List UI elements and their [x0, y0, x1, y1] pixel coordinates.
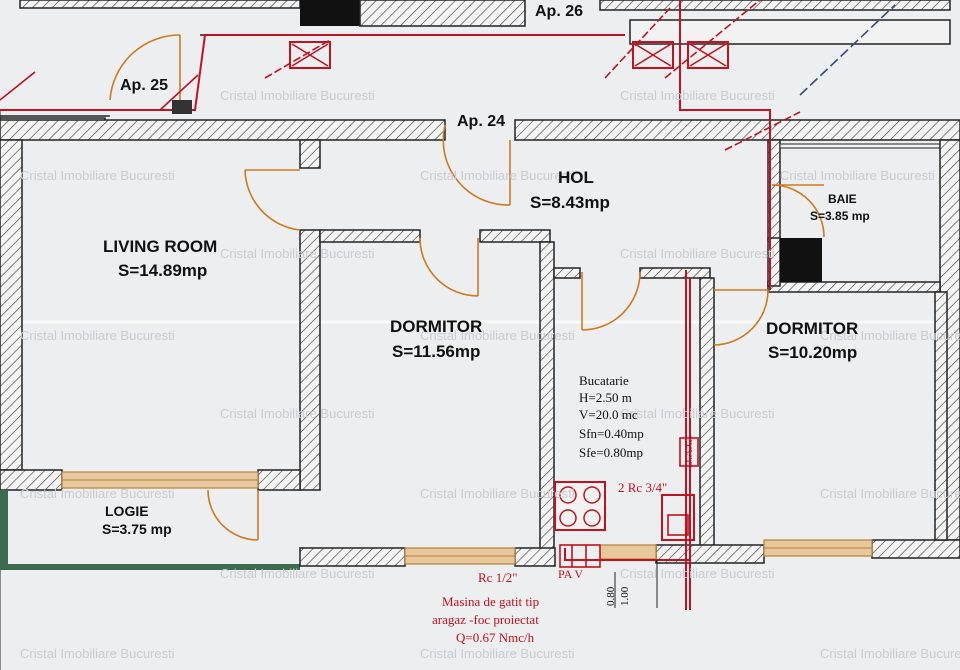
watermark-text: Cristal Imobiliare Bucuresti	[220, 88, 375, 103]
apartment-walls	[0, 119, 960, 570]
watermark-text: Cristal Imobiliare Bucuresti	[220, 566, 375, 581]
dag-label: D.A.G.	[683, 436, 695, 468]
watermark-text: Cristal Imobiliare Bucuresti	[420, 646, 575, 661]
watermark-text: Cristal Imobiliare Bucuresti	[620, 88, 775, 103]
dimension-label-100: 1.00	[619, 586, 631, 606]
room-name-dormitor-1: DORMITOR	[390, 317, 482, 336]
room-name-logie: LOGIE	[105, 503, 149, 519]
watermark-text: Cristal Imobiliare Bucuresti	[20, 328, 175, 343]
neighbor-label-ap24: Ap. 24	[457, 113, 505, 130]
watermark-text: Cristal Imobiliare Bucuresti	[20, 646, 175, 661]
watermark-text: Cristal Imobiliare Bucuresti	[420, 486, 575, 501]
stove-flow-label: Q=0.67 Nmc/h	[456, 630, 535, 645]
neighbor-label-ap26: Ap. 26	[535, 3, 583, 20]
watermark-text: Cristal Imobiliare Bucuresti	[620, 566, 775, 581]
dag-box-icon	[679, 437, 699, 467]
doors	[109, 34, 825, 541]
watermark-text: Cristal Imobiliare Bucuresti	[820, 486, 960, 501]
gas-meter-icon	[661, 494, 695, 541]
room-area-baie: S=3.85 mp	[810, 209, 870, 223]
watermarks: Cristal Imobiliare Bucuresti Cristal Imo…	[20, 88, 960, 661]
kitchen-name: Bucatarie	[579, 373, 629, 388]
kitchen-volume: V=20.0 mc	[579, 407, 638, 422]
room-name-dormitor-2: DORMITOR	[766, 319, 858, 338]
kitchen-height: H=2.50 m	[579, 390, 632, 405]
kitchen-sfn: Sfn=0.40mp	[579, 426, 644, 441]
vent-box-icon	[632, 41, 674, 69]
watermark-text: Cristal Imobiliare Bucuresti	[620, 246, 775, 261]
watermark-text: Cristal Imobiliare Bucuresti	[820, 328, 960, 343]
room-area-dormitor-2: S=10.20mp	[768, 343, 857, 362]
gas-pipe-network	[0, 0, 896, 610]
room-name-baie: BAIE	[828, 192, 857, 206]
watermark-text: Cristal Imobiliare Bucuresti	[20, 168, 175, 183]
room-area-living: S=14.89mp	[118, 261, 207, 280]
windows	[61, 471, 873, 565]
watermark-text: Cristal Imobiliare Bucuresti	[20, 486, 175, 501]
watermark-text: Cristal Imobiliare Bucuresti	[620, 406, 775, 421]
stove-icon	[554, 481, 606, 531]
room-area-hol: S=8.43mp	[530, 193, 610, 212]
watermark-text: Cristal Imobiliare Bucuresti	[420, 168, 575, 183]
room-area-logie: S=3.75 mp	[102, 521, 172, 537]
watermark-text: Cristal Imobiliare Bucuresti	[220, 406, 375, 421]
watermark-text: Cristal Imobiliare Bucuresti	[220, 246, 375, 261]
vent-box-icon	[289, 41, 331, 69]
kitchen-sfe: Sfe=0.80mp	[579, 445, 643, 460]
neighbor-label-ap25: Ap. 25	[120, 77, 168, 94]
watermark-text: Cristal Imobiliare Bucuresti	[780, 168, 935, 183]
room-name-hol: HOL	[558, 168, 594, 187]
room-name-living: LIVING ROOM	[103, 237, 217, 256]
stove-pipe-size-label: Rc 1/2"	[478, 570, 518, 585]
valve-icon	[559, 544, 601, 568]
room-area-dormitor-1: S=11.56mp	[392, 342, 480, 361]
gas-pipe-size-label: 2 Rc 3/4"	[618, 480, 667, 495]
watermark-text: Cristal Imobiliare Bucuresti	[820, 646, 960, 661]
stove-description-line-2: aragaz -foc proiectat	[432, 612, 539, 627]
stove-description-line-1: Masina de gatit tip	[442, 594, 539, 609]
dimension-label-080: 0.80	[605, 586, 617, 606]
valve-label: PA V	[558, 567, 583, 581]
watermark-text: Cristal Imobiliare Bucuresti	[420, 328, 575, 343]
